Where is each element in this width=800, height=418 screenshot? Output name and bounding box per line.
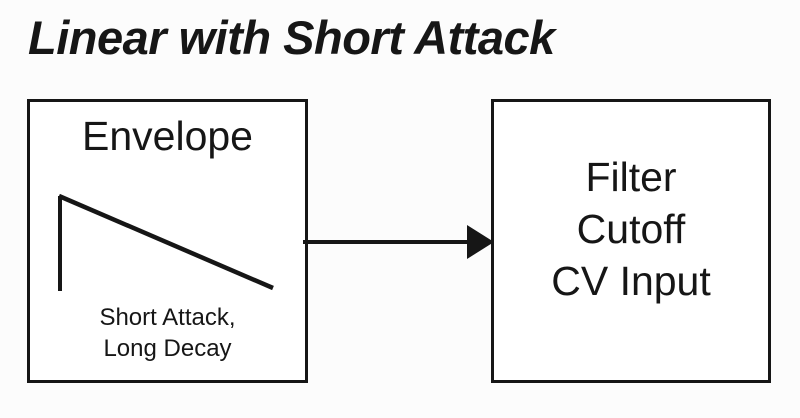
- envelope-waveform-icon: [58, 193, 274, 291]
- envelope-heading: Envelope: [82, 113, 253, 159]
- envelope-caption-line-2: Long Decay: [103, 335, 232, 362]
- page-title: Linear with Short Attack: [28, 11, 555, 64]
- envelope-caption-line-1: Short Attack,: [99, 304, 236, 331]
- arrow-right-icon: [303, 225, 494, 259]
- filter-label-line-3: CV Input: [551, 258, 711, 304]
- envelope-block: Envelope Short Attack, Long Decay: [27, 99, 308, 383]
- filter-cutoff-cv-input-block: Filter Cutoff CV Input: [491, 99, 771, 383]
- filter-label-line-1: Filter: [585, 154, 677, 200]
- filter-block-label: Filter Cutoff CV Input: [494, 151, 768, 307]
- envelope-caption: Short Attack, Long Decay: [30, 302, 305, 364]
- filter-label-line-2: Cutoff: [576, 206, 686, 252]
